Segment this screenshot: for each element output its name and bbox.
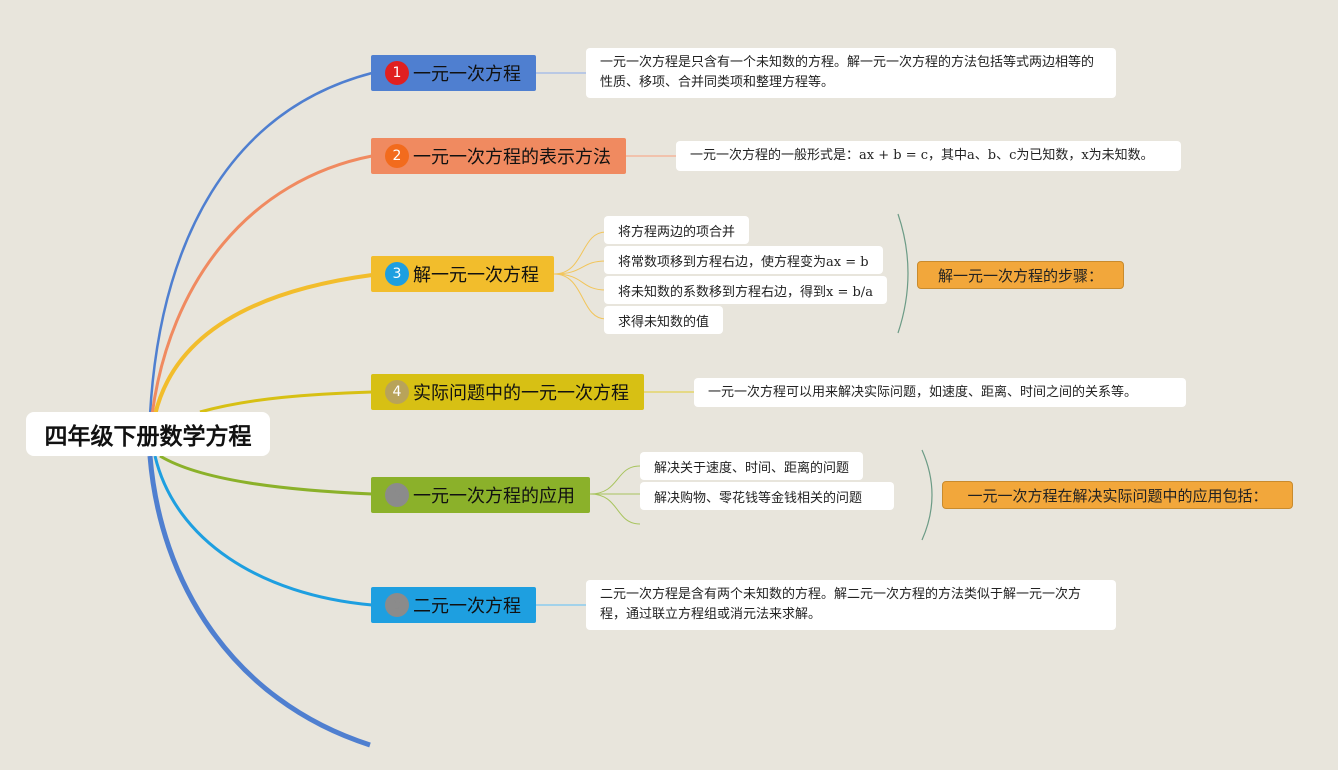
branch-5[interactable]: 5 一元一次方程的应用	[371, 477, 590, 513]
summary-b5[interactable]: 一元一次方程在解决实际问题中的应用包括：	[942, 481, 1293, 509]
branch-4-label: 实际问题中的一元一次方程	[413, 383, 629, 404]
connector-b5-leaf1	[589, 465, 641, 495]
connector-root-b1	[148, 71, 373, 416]
leaf-b5-2[interactable]: 解决购物、零花钱等金钱相关的问题	[640, 482, 894, 510]
note-branch-4[interactable]: 一元一次方程可以用来解决实际问题，如速度、距离、时间之间的关系等。	[694, 378, 1186, 407]
branch-6[interactable]: 6 二元一次方程	[371, 587, 536, 623]
number-badge-5: 5	[385, 483, 409, 507]
note-branch-6[interactable]: 二元一次方程是含有两个未知数的方程。解二元一次方程的方法类似于解一元一次方程，通…	[586, 580, 1116, 630]
connector-root-b3	[153, 273, 373, 416]
branch-4[interactable]: 4 实际问题中的一元一次方程	[371, 374, 644, 410]
branch-6-label: 二元一次方程	[413, 596, 521, 617]
leaf-b3-4[interactable]: 求得未知数的值	[604, 306, 724, 334]
connector-b3-leaf4	[553, 273, 607, 320]
branch-5-label: 一元一次方程的应用	[413, 486, 575, 507]
connector-b3-leaf3	[553, 273, 607, 291]
leaf-b3-2[interactable]: 将常数项移到方程右边，使方程变为ax = b	[604, 246, 883, 274]
branch-3[interactable]: 3 解一元一次方程	[371, 256, 554, 292]
leaf-b3-1[interactable]: 将方程两边的项合并	[604, 216, 750, 244]
branch-2-label: 一元一次方程的表示方法	[413, 147, 611, 168]
note-branch-2[interactable]: 一元一次方程的一般形式是：ax + b = c，其中a、b、c为已知数，x为未知…	[676, 141, 1181, 171]
summary-b3[interactable]: 解一元一次方程的步骤：	[917, 261, 1124, 289]
connector-root-b4	[199, 390, 373, 414]
leaf-b5-1[interactable]: 解决关于速度、时间、距离的问题	[640, 452, 864, 480]
connector-b5-leaf3	[589, 493, 641, 525]
leaf-b3-3[interactable]: 将未知数的系数移到方程右边，得到x = b/a	[604, 276, 887, 304]
number-badge-2: 2	[385, 144, 409, 168]
connector-root-b6	[153, 455, 373, 607]
branch-1-label: 一元一次方程	[413, 64, 521, 85]
branch-1[interactable]: 1 一元一次方程	[371, 55, 536, 91]
connector-root-b2	[150, 154, 373, 416]
number-badge-4: 4	[385, 380, 409, 404]
number-badge-1: 1	[385, 61, 409, 85]
connector-root-b5	[159, 454, 373, 496]
connector-root-tail	[147, 455, 371, 748]
number-badge-3: 3	[385, 262, 409, 286]
branch-2[interactable]: 2 一元一次方程的表示方法	[371, 138, 626, 174]
root-topic[interactable]: 四年级下册数学方程	[26, 412, 270, 456]
number-badge-6: 6	[385, 593, 409, 617]
connector-b3-leaf1	[553, 231, 607, 275]
note-branch-1[interactable]: 一元一次方程是只含有一个未知数的方程。解一元一次方程的方法包括等式两边相等的性质…	[586, 48, 1116, 98]
bracket-b3	[897, 213, 909, 334]
bracket-b5	[921, 449, 933, 541]
connector-b3-leaf2	[553, 260, 607, 275]
branch-3-label: 解一元一次方程	[413, 265, 539, 286]
